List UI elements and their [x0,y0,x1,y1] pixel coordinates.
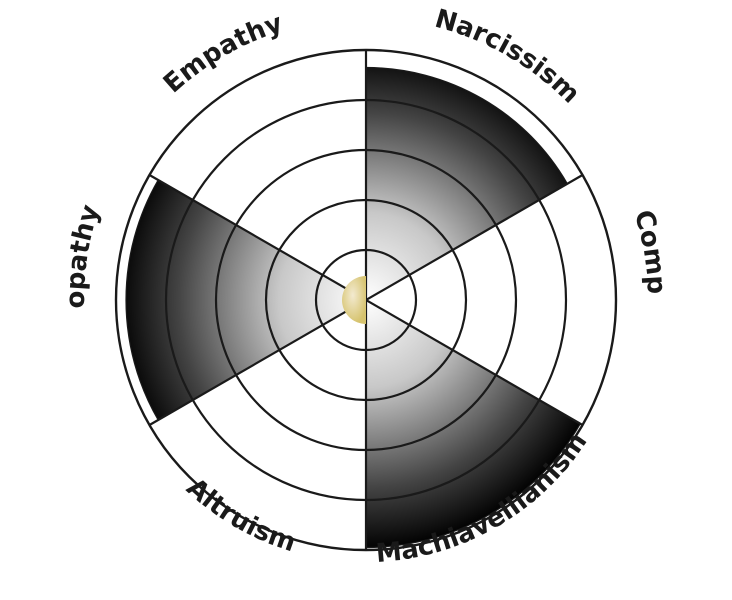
center-hub-icon [342,276,366,324]
label-psychopathy: Psychopathy [0,0,106,309]
segment-fill-psychopathy [125,179,368,421]
segment-fill-narcissism [365,66,569,302]
label-text-psychopathy: Psychopathy [0,0,106,309]
segment-fill-machiavellianism [365,298,582,549]
segment-fills [125,66,582,549]
